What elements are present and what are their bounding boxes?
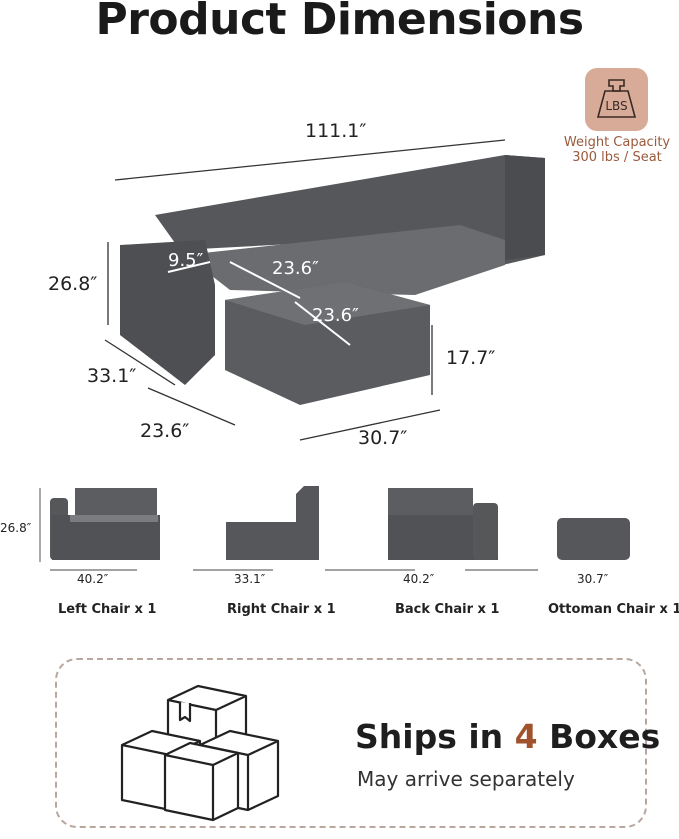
- height-label: 26.8″: [48, 273, 98, 295]
- length-label: 111.1″: [305, 120, 367, 142]
- module-width: 40.2″: [77, 572, 109, 586]
- ottoman: [557, 518, 630, 560]
- module-width: 40.2″: [403, 572, 435, 586]
- right-chair: [226, 486, 319, 560]
- ships-in-boxes-heading: Ships in 4 Boxes: [355, 717, 660, 756]
- shipping-panel: [55, 658, 647, 828]
- weight-icon-text: LBS: [605, 99, 627, 113]
- ottoman-side-label: 23.6″: [140, 420, 190, 442]
- modules-illustration: [39, 486, 630, 571]
- weight-badge: LBS: [585, 68, 648, 131]
- depth-label: 33.1″: [87, 365, 137, 387]
- ships-suffix: Boxes: [537, 717, 661, 756]
- page-title: Product Dimensions: [95, 0, 584, 45]
- ottoman-height-label: 17.7″: [446, 347, 496, 369]
- arm-width-label: 9.5″: [168, 250, 204, 271]
- shipping-note: May arrive separately: [357, 767, 575, 791]
- module-label: Left Chair x 1: [58, 602, 157, 617]
- seat-depth-label: 23.6″: [272, 258, 319, 279]
- module-width: 30.7″: [577, 572, 609, 586]
- sofa-illustration: [104, 139, 545, 441]
- module-height-label: 26.8″: [0, 521, 32, 535]
- module-label: Right Chair x 1: [227, 602, 336, 617]
- weight-icon: LBS: [596, 79, 637, 118]
- module-width: 33.1″: [234, 572, 266, 586]
- weight-capacity-label: Weight Capacity: [563, 135, 671, 150]
- weight-capacity-value: 300 lbs / Seat: [572, 150, 662, 165]
- back-chair: [388, 488, 473, 518]
- ships-prefix: Ships in: [355, 717, 515, 756]
- box-count: 4: [514, 717, 538, 756]
- module-label: Ottoman Chair x 1: [548, 602, 679, 617]
- ottoman-length-label: 30.7″: [358, 427, 408, 449]
- module-label: Back Chair x 1: [395, 602, 500, 617]
- ottoman-depth-label: 23.6″: [312, 305, 359, 326]
